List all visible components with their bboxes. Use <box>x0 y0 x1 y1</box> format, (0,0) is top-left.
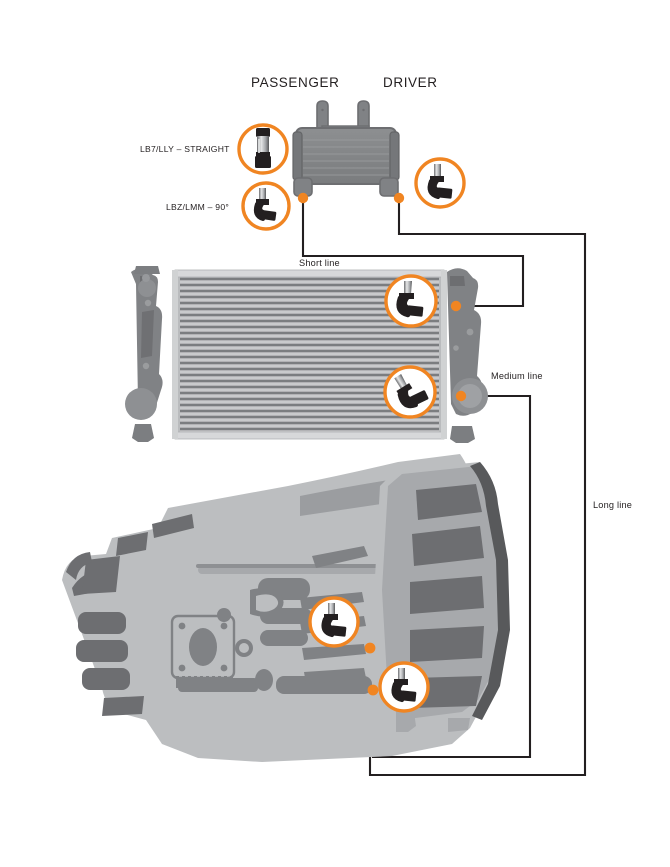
transmission <box>62 454 510 762</box>
port-trans-upper <box>364 642 376 654</box>
callout-intercooler-upper[interactable] <box>384 274 438 328</box>
port-intercooler-upper <box>450 300 462 312</box>
port-intercooler-lower <box>455 390 467 402</box>
label-lbz-lmm-ninety: LBZ/LMM – 90° <box>166 202 230 212</box>
port-cooler-passenger <box>297 192 309 204</box>
port-dots <box>297 192 467 696</box>
port-trans-lower <box>367 684 379 696</box>
ninety-fitting-icon <box>321 603 347 638</box>
bolt-plate <box>170 614 236 680</box>
label-long-line: Long line <box>593 500 633 510</box>
callout-ninety-fitting[interactable] <box>241 181 291 231</box>
transmission-cooler <box>292 100 400 197</box>
callout-intercooler-lower[interactable] <box>383 365 437 419</box>
ninety-fitting-icon <box>394 373 429 409</box>
short-line-path <box>301 198 525 308</box>
label-short-line: Short line <box>299 258 340 268</box>
label-lb7-lly-straight: LB7/LLY – STRAIGHT <box>140 144 230 154</box>
header-driver: DRIVER <box>383 75 438 90</box>
label-medium-line: Medium line <box>491 371 543 381</box>
ninety-fitting-icon <box>427 164 453 199</box>
header-passenger: PASSENGER <box>251 75 340 90</box>
ninety-fitting-icon <box>391 668 417 703</box>
straight-fitting-icon <box>255 128 271 168</box>
callout-cooler-driver[interactable] <box>414 157 466 209</box>
callout-trans-lower[interactable] <box>378 661 430 713</box>
callout-straight-fitting[interactable] <box>237 123 289 175</box>
port-cooler-driver <box>393 192 405 204</box>
ninety-fitting-icon <box>253 188 277 221</box>
callout-trans-upper[interactable] <box>308 596 360 648</box>
ninety-fitting-icon <box>396 281 424 318</box>
